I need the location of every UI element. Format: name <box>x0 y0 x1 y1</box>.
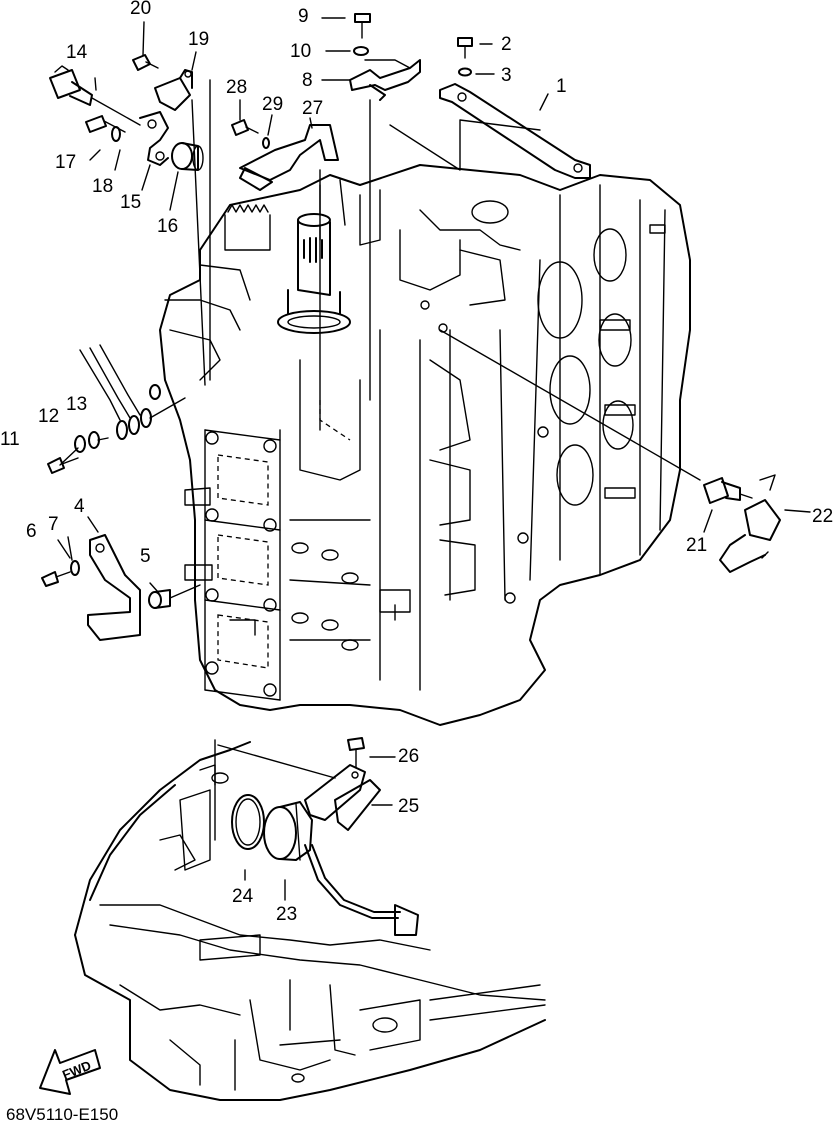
callout-15: 15 <box>120 192 141 213</box>
callout-29: 29 <box>262 94 283 115</box>
part-11-bolt <box>47 457 79 474</box>
part-14-sensor <box>49 65 141 126</box>
callout-26: 26 <box>398 746 419 767</box>
fwd-arrow-icon: FWD <box>39 1049 101 1095</box>
part-18-washer <box>111 126 121 142</box>
part-23-grommet-cable <box>263 801 419 936</box>
part-6-bolt <box>41 571 71 587</box>
part-15-bracket <box>139 111 169 166</box>
callout-27: 27 <box>302 98 323 119</box>
part-1-plate <box>439 83 591 179</box>
leader-lines <box>57 17 811 901</box>
callout-3: 3 <box>501 65 512 86</box>
part-29-washer <box>262 137 270 149</box>
callout-20: 20 <box>130 0 151 19</box>
part-20-bolt <box>132 54 159 71</box>
callout-19: 19 <box>188 29 209 50</box>
callout-18: 18 <box>92 176 113 197</box>
callout-12: 12 <box>38 406 59 427</box>
callout-28: 28 <box>226 77 247 98</box>
part-16-grommet <box>171 142 204 171</box>
part-25-bracket <box>304 764 381 831</box>
part-3-washer <box>458 67 472 77</box>
callout-labels: 1 2 3 4 5 6 7 8 9 10 11 12 13 14 15 16 1… <box>0 0 833 925</box>
callout-5: 5 <box>140 546 151 567</box>
part-4-bracket <box>87 534 141 641</box>
diagram-code: 68V5110-E150 <box>6 1105 118 1124</box>
engine-block <box>159 164 691 726</box>
callout-16: 16 <box>157 216 178 237</box>
part-24-o-ring <box>231 794 265 850</box>
part-9-bolt <box>354 13 371 39</box>
part-7-washer <box>70 560 80 576</box>
wire-harness-terminals <box>79 344 186 440</box>
callout-9: 9 <box>298 6 309 27</box>
part-8-bracket <box>349 59 421 101</box>
callout-22: 22 <box>812 506 833 527</box>
part-28-bolt <box>231 119 259 136</box>
lower-cowling <box>74 741 546 1101</box>
callout-25: 25 <box>398 796 419 817</box>
part-21-sensor <box>703 477 753 504</box>
callout-11: 11 <box>0 429 20 450</box>
callout-4: 4 <box>74 496 85 517</box>
callout-14: 14 <box>66 42 88 63</box>
callout-23: 23 <box>276 904 297 925</box>
crankshaft-top <box>277 213 351 334</box>
callout-1: 1 <box>556 76 567 97</box>
part-2-bolt <box>457 37 473 59</box>
part-27-bracket <box>239 124 339 191</box>
callout-7: 7 <box>48 514 59 535</box>
callout-13: 13 <box>66 394 87 415</box>
callout-8: 8 <box>302 70 313 91</box>
part-22-cap <box>719 474 781 573</box>
part-5-grommet <box>148 584 201 609</box>
callout-10: 10 <box>290 41 311 62</box>
callout-21: 21 <box>686 535 707 556</box>
callout-2: 2 <box>501 34 512 55</box>
part-12-washer <box>74 435 86 453</box>
part-10-washer <box>353 46 369 56</box>
callout-24: 24 <box>232 886 254 907</box>
callout-6: 6 <box>26 521 37 542</box>
part-19-clamp <box>154 69 193 111</box>
part-26-bolt <box>347 737 365 769</box>
callout-17: 17 <box>55 152 76 173</box>
